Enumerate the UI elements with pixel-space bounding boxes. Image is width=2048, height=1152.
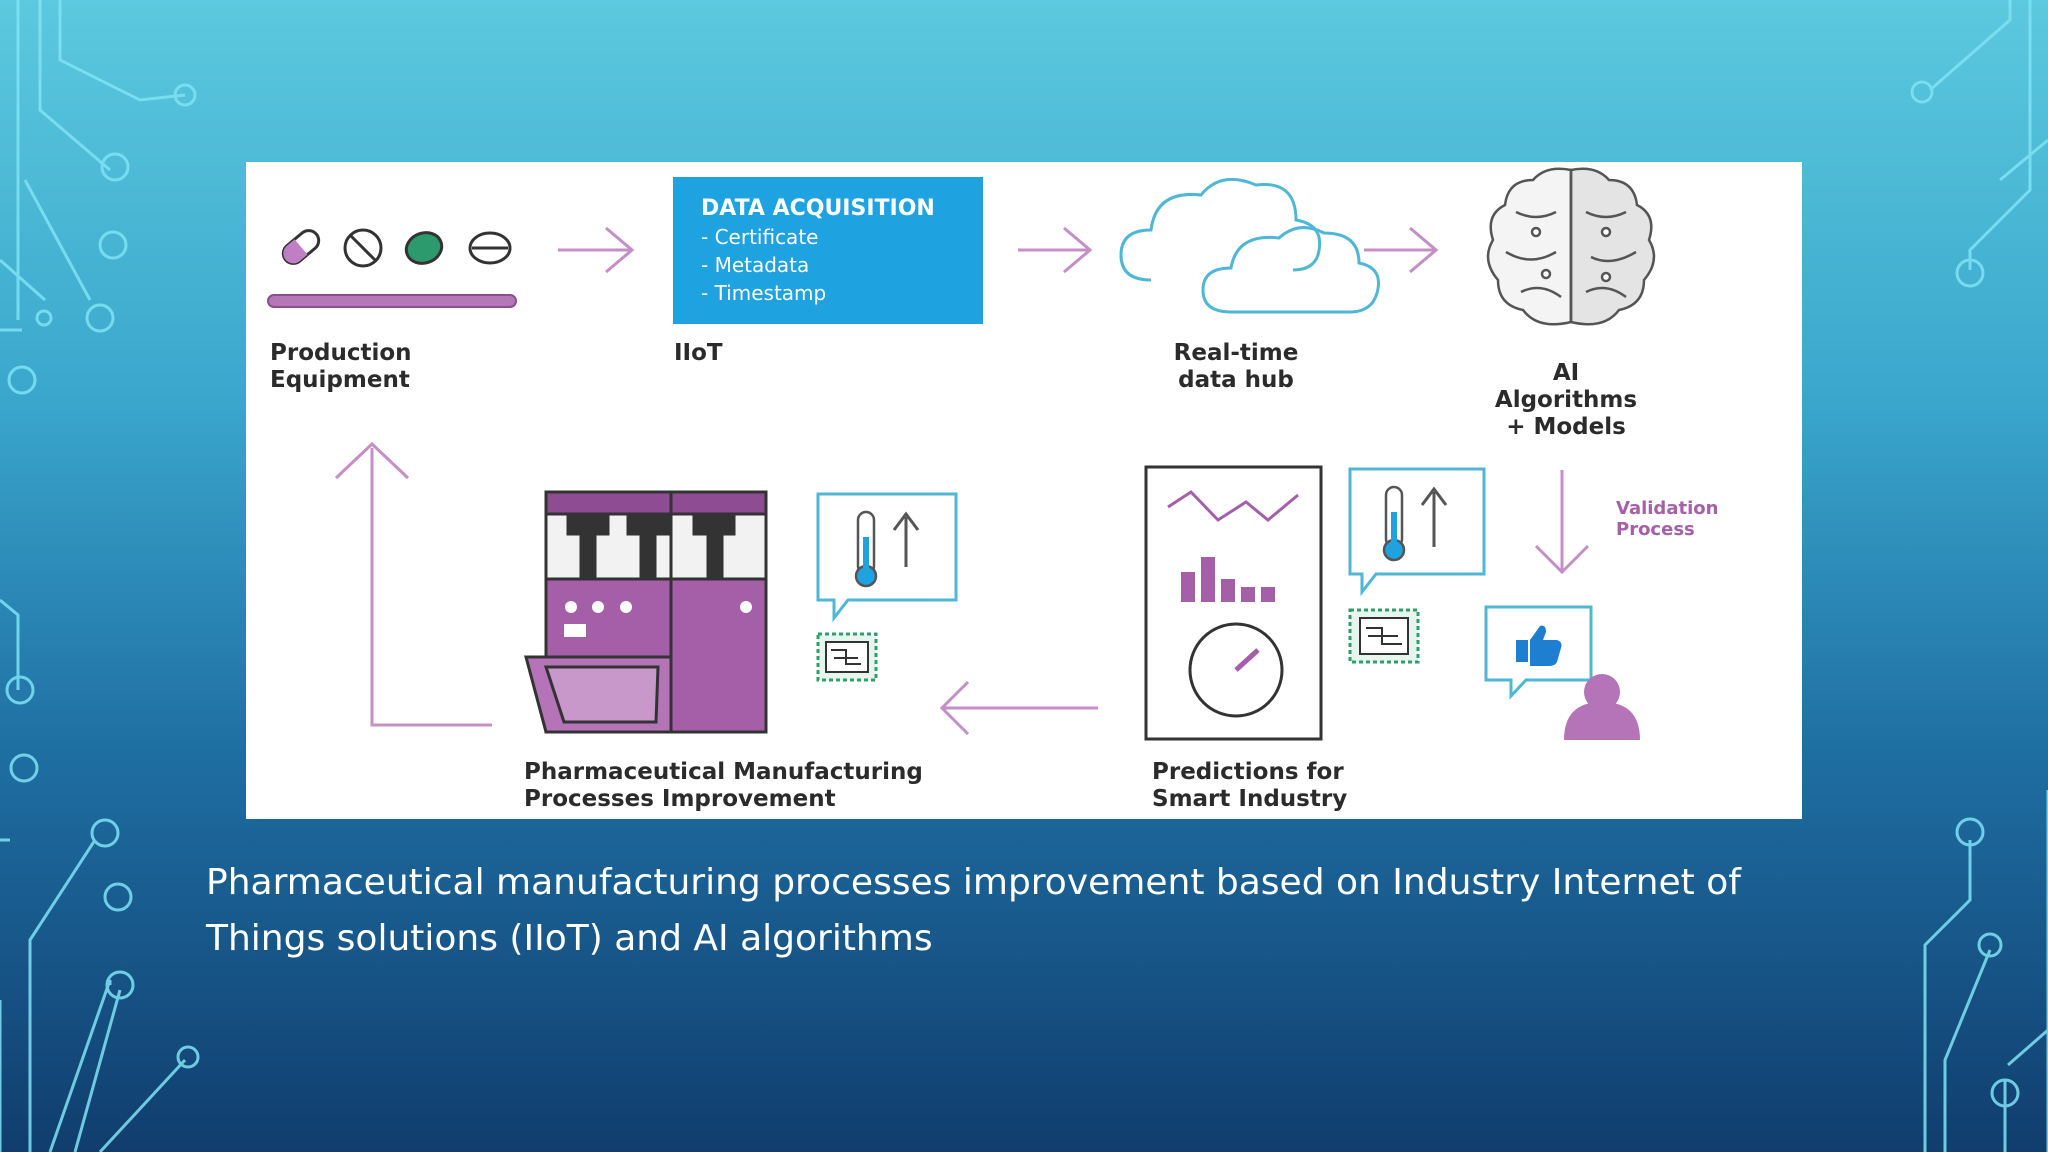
slide-caption: Pharmaceutical manufacturing processes i… — [206, 862, 1741, 959]
data-acquisition-item: - Metadata — [701, 253, 810, 277]
conveyor-icon — [267, 294, 517, 308]
label-manufacturing-improvement: Pharmaceutical Manufacturing Processes I… — [524, 759, 923, 812]
label-production-equipment: Production Equipment — [270, 340, 412, 393]
label-ai-models: AI Algorithms + Models — [1494, 360, 1638, 440]
thermometer-bubble-icon-2 — [1348, 467, 1486, 597]
brain-icon — [1486, 167, 1656, 326]
flow-arrow-up — [334, 441, 492, 727]
label-data-hub: Real-time data hub — [1173, 340, 1299, 393]
cloud-icon — [1119, 177, 1380, 314]
label-validation-process: Validation Process — [1616, 498, 1719, 540]
flow-arrow-right-3 — [1364, 226, 1439, 274]
data-acquisition-item: - Timestamp — [701, 281, 827, 305]
chip-icon — [816, 632, 878, 682]
diagram-figure: Production Equipment IIoT DATA ACQUISITI… — [246, 162, 1802, 819]
chip-icon-2 — [1348, 608, 1420, 664]
flow-arrow-right-2 — [1018, 226, 1093, 274]
flow-arrow-down — [1534, 470, 1590, 575]
data-acquisition-box: DATA ACQUISITION - Certificate - Metadat… — [673, 177, 983, 324]
diagram-graphics — [267, 167, 1656, 741]
label-iiot: IIoT — [674, 340, 723, 366]
flow-arrow-right-1 — [558, 226, 635, 274]
predictions-panel-icon — [1144, 465, 1323, 741]
flow-arrow-left — [939, 680, 1098, 736]
thermometer-bubble-icon — [816, 492, 958, 623]
pills-icon — [281, 228, 512, 268]
label-predictions: Predictions for Smart Industry — [1152, 759, 1348, 812]
data-acquisition-item: - Certificate — [701, 225, 819, 249]
thumbs-up-user-icon — [1484, 605, 1640, 740]
manufacturing-machine-icon — [524, 490, 768, 734]
data-acquisition-title: DATA ACQUISITION — [701, 196, 935, 221]
